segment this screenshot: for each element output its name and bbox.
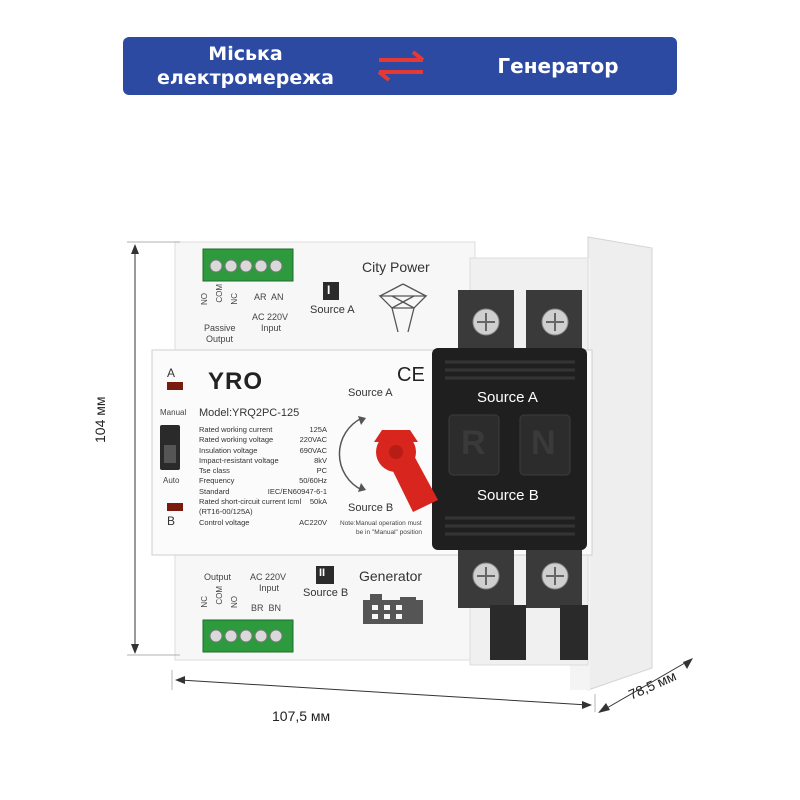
spec-value: 50kA [309, 497, 327, 507]
manual-auto-switch[interactable] [158, 423, 182, 473]
city-grid-label: Міська електромережа [123, 37, 368, 95]
top-term-com: COM [215, 284, 224, 303]
top-ar-an-label: AR AN [254, 292, 284, 302]
spec-key: Control voltage [199, 517, 250, 527]
spec-row: Control voltage AC220V [199, 518, 327, 528]
cover-source-b: Source B [477, 487, 539, 504]
top-ac-label: AC 220V [252, 312, 289, 322]
bottom-term-no: NO [230, 596, 239, 608]
spec-row: Rated working current 125A [199, 425, 327, 435]
spec-key: Rated working current [199, 425, 273, 434]
spec-row: Tse class PC [199, 466, 327, 476]
top-term-no: NO [200, 293, 209, 305]
top-term-nc: NC [230, 293, 239, 305]
spec-key: Standard [199, 486, 230, 496]
indicator-a-led [167, 382, 183, 390]
bottom-term-com: COM [215, 586, 224, 605]
spec-row: Rated working voltage 220VAC [199, 435, 327, 445]
spec-value: 220VAC [299, 435, 327, 445]
brand-logo: YRO [208, 368, 264, 395]
bottom-source-label: Source B [303, 587, 349, 599]
spec-key: Rated working voltage [199, 435, 274, 445]
top-input-label: Input [261, 323, 282, 333]
top-title: City Power [362, 259, 430, 275]
auto-label: Auto [163, 476, 180, 485]
spec-row: Rated short-circuit current Icml 50kA [199, 497, 327, 507]
cover-letter-n: N [531, 424, 556, 462]
top-passive-label: Passive [204, 323, 236, 333]
bottom-ac-label: AC 220V [250, 572, 287, 582]
model-label: Model:YRQ2PC-125 [199, 407, 300, 419]
knob-source-a-label: Source A [348, 387, 393, 399]
spec-row: Impact-resistant voltage 8kV [199, 456, 327, 466]
width-dimension: 107,5 мм [272, 708, 331, 724]
cover-source-a: Source A [477, 389, 538, 406]
spec-row: Standard IEC/EN60947-6-1 [199, 487, 327, 497]
spec-row: (RT16-00/125A) [199, 507, 327, 517]
spec-row: Frequency 50/60Hz [199, 476, 327, 486]
city-grid-line1: Міська [208, 43, 283, 65]
city-grid-line2: електромережа [157, 67, 334, 89]
bottom-term-nc: NC [200, 596, 209, 608]
knob-source-b-label: Source B [348, 502, 394, 514]
spec-value: AC220V [299, 517, 327, 527]
indicator-a-label: A [167, 366, 176, 380]
spec-value: PC [316, 466, 327, 476]
comparison-banner: Міська електромережа Генератор [123, 37, 677, 95]
generator-label: Генератор [497, 54, 619, 78]
generator-icon [363, 594, 423, 624]
spec-value: 50/60Hz [299, 476, 327, 486]
bottom-roman-numeral: II [319, 567, 326, 579]
bottom-input-label: Input [259, 583, 280, 593]
note-line2: be in "Manual" position [356, 529, 423, 536]
spec-value: 8kV [314, 455, 327, 465]
indicator-b-label: B [167, 514, 176, 528]
spec-value: 690VAC [299, 445, 327, 455]
bottom-output-label: Output [204, 572, 232, 582]
height-dimension: 104 мм [92, 396, 108, 444]
spec-key: Rated short-circuit current Icml [199, 497, 302, 507]
top-output-label: Output [206, 334, 234, 344]
spec-value: 125A [309, 425, 327, 434]
spec-key: Tse class [199, 466, 230, 476]
spec-key: (RT16-00/125A) [199, 507, 253, 517]
manual-label: Manual [160, 408, 187, 417]
note-line1: Note:Manual operation must [340, 520, 422, 527]
rotary-knob[interactable] [372, 428, 440, 514]
bottom-br-bn-label: BR BN [251, 603, 282, 613]
top-roman-numeral: I [327, 283, 331, 297]
pylon-icon [378, 283, 428, 333]
top-source-label: Source A [310, 304, 355, 316]
ce-mark: CE [397, 364, 425, 386]
spec-row: Insulation voltage 690VAC [199, 446, 327, 456]
spec-key: Frequency [199, 476, 235, 486]
spec-key: Insulation voltage [199, 445, 258, 455]
spec-key: Impact-resistant voltage [199, 455, 279, 465]
swap-arrows-icon [377, 50, 425, 82]
bottom-title: Generator [359, 568, 423, 584]
spec-value: IEC/EN60947-6-1 [267, 486, 327, 496]
cover-letter-r: R [461, 424, 486, 462]
